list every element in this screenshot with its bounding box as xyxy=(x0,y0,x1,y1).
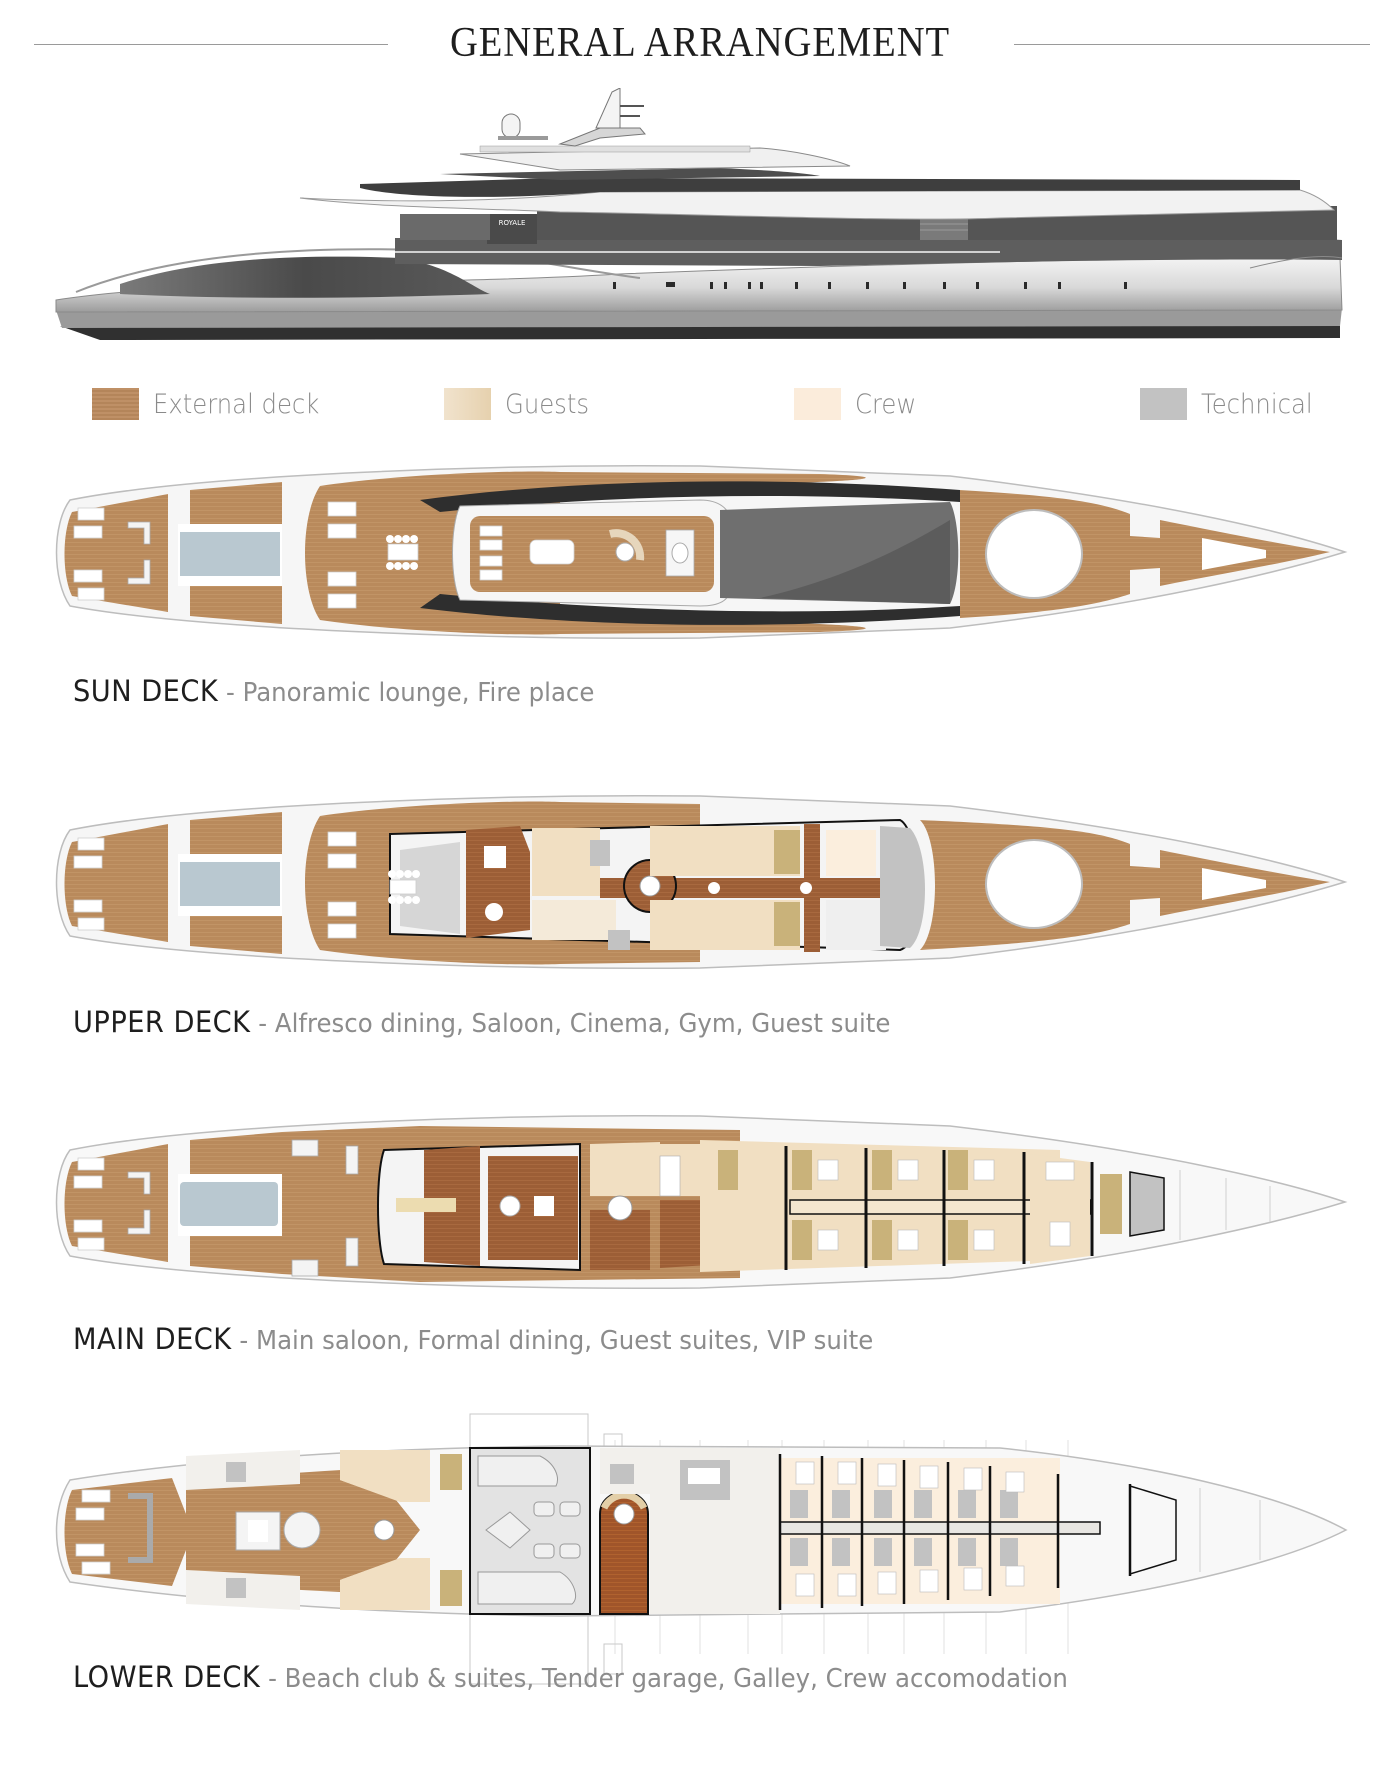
sun-loungers xyxy=(75,1489,111,1575)
lower-deck-plan xyxy=(55,1413,1348,1685)
alfresco-dining-table xyxy=(388,870,420,904)
cabin-beds xyxy=(817,1159,1075,1251)
caption-main-deck: MAIN DECK - Main saloon, Formal dining, … xyxy=(73,1322,874,1356)
dining-table xyxy=(386,535,419,570)
sun-loungers xyxy=(73,1157,105,1251)
technical-swatch-icon xyxy=(1140,388,1187,420)
legend-item-guests: Guests xyxy=(444,386,598,422)
main-deck-plan xyxy=(55,1115,1348,1289)
sun-deck-plan xyxy=(55,465,1348,639)
pool xyxy=(180,1182,278,1226)
legend-item-technical: Technical xyxy=(1140,386,1325,422)
title-rule-left xyxy=(34,44,388,45)
legend-item-crew: Crew xyxy=(794,386,923,422)
profile-name-plate: ROYALE xyxy=(499,219,526,227)
wood-swatch-icon xyxy=(92,388,139,420)
upper-deck-plan xyxy=(55,795,1348,969)
sun-loungers xyxy=(73,831,357,939)
caption-sun-deck: SUN DECK - Panoramic lounge, Fire place xyxy=(73,674,595,708)
caption-lower-deck: LOWER DECK - Beach club & suites, Tender… xyxy=(73,1660,1068,1694)
caption-upper-deck: UPPER DECK - Alfresco dining, Saloon, Ci… xyxy=(73,1005,891,1039)
sun-loungers xyxy=(73,501,575,609)
yacht-side-profile: ROYALE xyxy=(55,88,1343,340)
helipad-circle xyxy=(985,509,1083,599)
page-title: GENERAL ARRANGEMENT xyxy=(56,18,1344,68)
crew-swatch-icon xyxy=(794,388,841,420)
guests-swatch-icon xyxy=(444,388,491,420)
page-title-text: GENERAL ARRANGEMENT xyxy=(426,20,974,66)
legend: External deck Guests Crew Technical xyxy=(0,386,1400,422)
hull-portholes xyxy=(613,282,1127,289)
pool xyxy=(180,532,280,576)
pool xyxy=(180,862,280,906)
crew-bunks xyxy=(795,1461,1025,1597)
helipad-circle xyxy=(985,839,1083,929)
legend-item-external-deck: External deck xyxy=(92,386,338,422)
title-rule-right xyxy=(1014,44,1370,45)
